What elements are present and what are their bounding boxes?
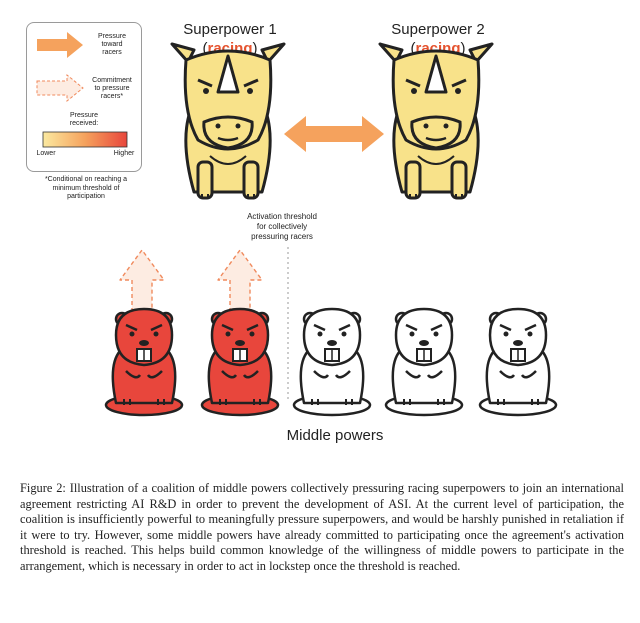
legend-pressure-received-text: Pressure received: <box>69 112 99 127</box>
figure-caption: Figure 2: Illustration of a coalition of… <box>20 481 624 573</box>
commitment-arrow-icon <box>36 73 84 103</box>
legend-commitment-text: Commitment to pressure racers* <box>92 77 132 100</box>
legend-graphics <box>36 32 128 148</box>
middle-power-2-beaver-icon <box>200 307 280 417</box>
superpower-1-rhino-icon <box>170 42 286 200</box>
activation-threshold-label: Activation threshold for collectively pr… <box>247 212 317 241</box>
middle-power-5-beaver-icon <box>478 307 558 417</box>
double-arrow-icon <box>284 116 384 152</box>
legend-pressure-text: Pressure toward racers <box>97 33 126 56</box>
figure-artwork <box>104 42 558 417</box>
middle-power-1-beaver-icon <box>104 307 184 417</box>
legend-footnote: *Conditional on reaching a minimum thres… <box>44 176 128 200</box>
middle-power-4-beaver-icon <box>384 307 464 417</box>
legend-box: Pressure toward racers Commitment to pre… <box>26 22 142 172</box>
middle-power-3-beaver-icon <box>292 307 372 417</box>
pressure-scale-bar <box>42 131 128 148</box>
superpower-2-title: Superpower 2 (racing) <box>391 21 485 57</box>
middle-powers-label: Middle powers <box>286 427 384 444</box>
pressure-arrow-icon <box>37 32 83 58</box>
superpower-2-rhino-icon <box>378 42 494 200</box>
scale-high-label: Higher <box>113 150 135 157</box>
figure: Pressure toward racers Commitment to pre… <box>26 21 558 444</box>
scale-low-label: Lower <box>36 150 56 157</box>
